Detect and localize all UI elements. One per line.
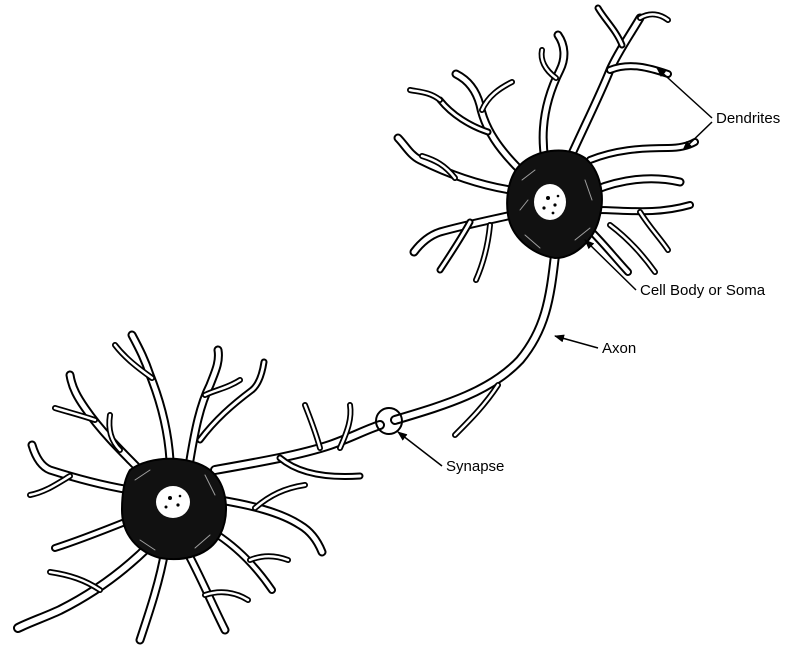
lower-neuron	[18, 335, 380, 640]
axon-arrow	[555, 336, 598, 348]
cell-body-label: Cell Body or Soma	[640, 282, 765, 299]
axon-label: Axon	[602, 340, 636, 357]
upper-neuron	[395, 8, 695, 435]
dendrites-arrow-upper	[657, 68, 712, 118]
synapse-arrow	[398, 432, 442, 466]
dendrites-arrow-lower	[683, 122, 712, 150]
synapse-label: Synapse	[446, 458, 504, 475]
dendrites-label: Dendrites	[716, 110, 780, 127]
lower-soma	[122, 459, 226, 559]
